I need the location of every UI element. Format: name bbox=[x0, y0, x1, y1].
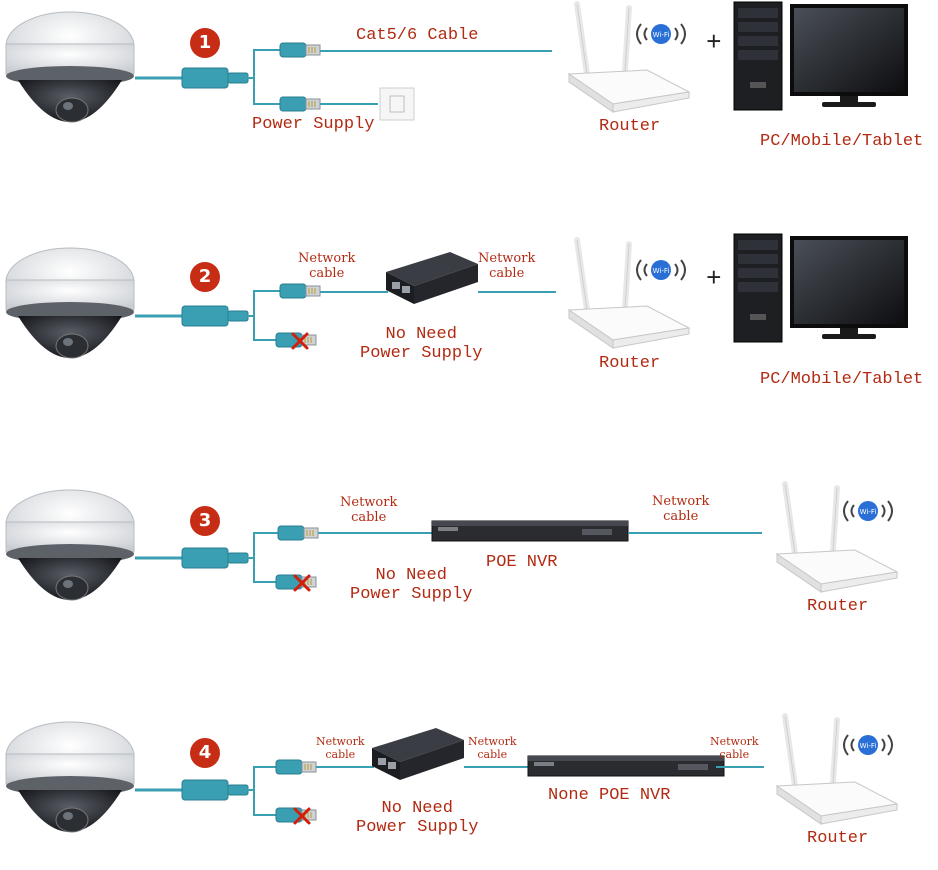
wifi-router-icon bbox=[777, 484, 897, 592]
rj45-plug-icon bbox=[275, 759, 317, 775]
network-cable-label: Network cable bbox=[710, 735, 759, 761]
router-label: Router bbox=[807, 597, 869, 616]
scenario-3 bbox=[5, 484, 897, 601]
scenario-4 bbox=[5, 716, 897, 833]
network-cable-label: Network cable bbox=[468, 735, 517, 761]
rj45-plug-icon bbox=[279, 42, 321, 58]
wifi-badge-icon bbox=[636, 23, 686, 45]
poe-injector-icon bbox=[372, 728, 464, 780]
splitter-icon bbox=[181, 67, 249, 89]
network-cable-label: Network cable bbox=[652, 494, 710, 524]
pc-tower-icon bbox=[733, 233, 783, 343]
router-label: Router bbox=[599, 354, 661, 373]
client-label: PC/Mobile/Tablet bbox=[760, 132, 924, 151]
client-label: PC/Mobile/Tablet bbox=[760, 370, 924, 389]
no-need-power-label: No Need Power Supply bbox=[350, 566, 473, 604]
rj45-plug-icon bbox=[279, 283, 321, 299]
wifi-badge-icon bbox=[843, 734, 893, 756]
power-supply-label: Power Supply bbox=[252, 115, 375, 134]
no-need-power-label: No Need Power Supply bbox=[356, 799, 479, 837]
wifi-router-icon bbox=[569, 4, 689, 112]
cable-label: Cat5/6 Cable bbox=[356, 26, 479, 45]
dome-camera-icon bbox=[5, 721, 135, 833]
scenario-1 bbox=[5, 1, 908, 123]
power-plug-icon bbox=[279, 96, 321, 112]
dome-camera-icon bbox=[5, 489, 135, 601]
step-badge-1: 1 bbox=[190, 28, 220, 58]
wifi-badge-icon bbox=[843, 500, 893, 522]
nvr-icon bbox=[431, 520, 629, 542]
splitter-icon bbox=[181, 305, 249, 327]
wall-outlet-icon bbox=[379, 87, 415, 121]
dome-camera-icon bbox=[5, 247, 135, 359]
step-badge-3: 3 bbox=[190, 506, 220, 536]
network-cable-label: Network cable bbox=[340, 495, 398, 525]
scenario-2 bbox=[5, 233, 908, 359]
no-need-power-label: No Need Power Supply bbox=[360, 325, 483, 363]
router-label: Router bbox=[599, 117, 661, 136]
pc-tower-icon bbox=[733, 1, 783, 111]
router-label: Router bbox=[807, 829, 869, 848]
wifi-router-icon bbox=[777, 716, 897, 824]
network-cable-label: Network cable bbox=[316, 735, 365, 761]
step-badge-2: 2 bbox=[190, 262, 220, 292]
network-cable-label: Network cable bbox=[298, 251, 356, 281]
plus-sign: + bbox=[706, 264, 722, 294]
dome-camera-icon bbox=[5, 11, 135, 123]
nvr-icon bbox=[527, 755, 725, 777]
plus-sign: + bbox=[706, 28, 722, 58]
step-badge-4: 4 bbox=[190, 738, 220, 768]
rj45-plug-icon bbox=[277, 525, 319, 541]
device-label: None POE NVR bbox=[548, 786, 671, 805]
wifi-router-icon bbox=[569, 240, 689, 348]
device-label: POE NVR bbox=[486, 553, 558, 572]
monitor-icon bbox=[790, 4, 908, 107]
poe-injector-icon bbox=[386, 252, 478, 304]
wifi-badge-icon bbox=[636, 259, 686, 281]
monitor-icon bbox=[790, 236, 908, 339]
splitter-icon bbox=[181, 779, 249, 801]
network-cable-label: Network cable bbox=[478, 251, 536, 281]
splitter-icon bbox=[181, 547, 249, 569]
